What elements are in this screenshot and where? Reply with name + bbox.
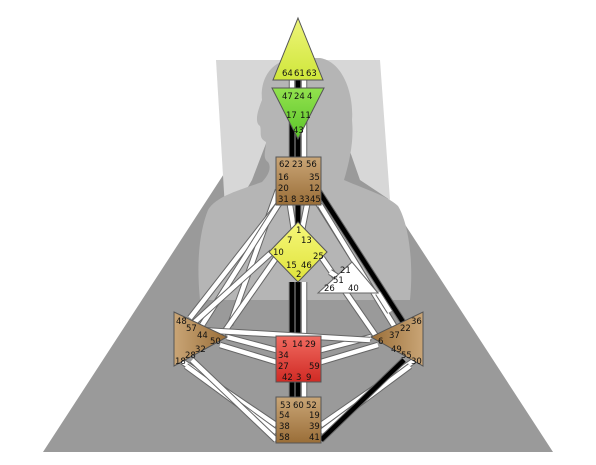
gate-label: 13 xyxy=(301,236,312,246)
channel-layer xyxy=(177,80,418,443)
gate-label: 37 xyxy=(389,331,400,341)
center-layer xyxy=(173,16,424,444)
solar-plexus-center[interactable] xyxy=(369,311,424,367)
sacral-center[interactable] xyxy=(275,335,322,383)
channel-defined xyxy=(316,188,407,327)
root-center[interactable] xyxy=(275,396,322,444)
gate-label: 49 xyxy=(391,345,402,355)
gate-label: 47 xyxy=(282,92,293,102)
gate-label: 41 xyxy=(309,433,320,443)
g-center[interactable] xyxy=(268,221,328,283)
head-center[interactable] xyxy=(272,16,324,81)
gate-label: 10 xyxy=(273,248,284,258)
gate-label: 16 xyxy=(278,173,289,183)
gate-label: 26 xyxy=(324,284,335,294)
channel-open xyxy=(219,342,277,365)
spleen-center[interactable] xyxy=(173,311,229,367)
gate-label: 17 xyxy=(286,111,297,121)
gate-label: 7 xyxy=(287,236,292,246)
gate-label: 30 xyxy=(411,357,422,367)
gate-label: 61 xyxy=(294,69,305,79)
gate-label: 6 xyxy=(378,337,383,347)
gate-label: 25 xyxy=(313,252,324,262)
gate-label: 46 xyxy=(301,261,312,271)
gate-label: 60 xyxy=(293,401,304,411)
channel-open xyxy=(190,358,278,442)
channel-open xyxy=(287,204,297,231)
channel-open xyxy=(199,327,371,343)
gate-label: 54 xyxy=(279,411,290,421)
gate-label: 29 xyxy=(305,340,316,350)
gate-label: 21 xyxy=(340,266,351,276)
gate-label: 62 xyxy=(279,160,290,170)
gate-label: 36 xyxy=(411,317,422,327)
gate-label: 48 xyxy=(176,317,187,327)
gate-label: 64 xyxy=(282,69,293,79)
gate-label: 57 xyxy=(186,324,197,334)
gate-label: 42 xyxy=(282,373,293,383)
gate-label: 18 xyxy=(175,357,186,367)
channel-open xyxy=(376,291,392,314)
channel-open xyxy=(320,342,379,365)
gate-label: 45 xyxy=(310,195,321,205)
gate-label: 15 xyxy=(286,261,297,271)
gate-label: 32 xyxy=(195,345,206,355)
channel-open xyxy=(226,334,277,353)
gate-label: 5 xyxy=(282,340,287,350)
gate-label: 56 xyxy=(306,160,317,170)
gate-label: 52 xyxy=(306,401,317,411)
gate-label: 14 xyxy=(292,340,303,350)
gate-label: 27 xyxy=(278,362,289,372)
gate-label: 58 xyxy=(279,433,290,443)
gate-label: 35 xyxy=(309,173,320,183)
gate-label: 53 xyxy=(280,401,291,411)
gate-label: 24 xyxy=(294,92,305,102)
gate-label: 34 xyxy=(278,351,289,361)
channel-open xyxy=(218,256,278,340)
gate-label: 8 xyxy=(291,195,296,205)
gate-labels: 64 61 63 47 24 4 17 11 43 62 23 56 16 35… xyxy=(175,69,422,443)
gate-label: 12 xyxy=(309,184,320,194)
gate-label: 9 xyxy=(306,373,311,383)
gate-label: 11 xyxy=(300,111,311,121)
gate-label: 38 xyxy=(279,422,290,432)
gate-label: 44 xyxy=(197,331,208,341)
gate-label: 20 xyxy=(278,184,289,194)
gate-label: 28 xyxy=(185,351,196,361)
gate-label: 33 xyxy=(299,195,310,205)
gate-label: 2 xyxy=(296,270,301,280)
throat-center[interactable] xyxy=(275,156,322,206)
gate-label: 43 xyxy=(293,126,304,136)
gate-label: 50 xyxy=(210,337,221,347)
ajna-center[interactable] xyxy=(271,87,325,141)
gate-label: 19 xyxy=(309,411,320,421)
gate-label: 31 xyxy=(278,195,289,205)
gate-label: 63 xyxy=(306,69,317,79)
gate-label: 59 xyxy=(309,362,320,372)
gate-label: 39 xyxy=(309,422,320,432)
gate-label: 4 xyxy=(307,92,312,102)
channel-open xyxy=(299,204,310,231)
gate-label: 51 xyxy=(333,276,344,286)
gate-label: 22 xyxy=(400,324,411,334)
gate-label: 23 xyxy=(292,160,303,170)
gate-label: 40 xyxy=(348,284,359,294)
ego-center[interactable] xyxy=(316,261,380,294)
channel-defined xyxy=(319,358,406,442)
gate-label: 55 xyxy=(401,351,412,361)
gate-label: 3 xyxy=(296,373,301,383)
channel-open xyxy=(184,250,274,332)
gate-label: 1 xyxy=(296,226,301,236)
